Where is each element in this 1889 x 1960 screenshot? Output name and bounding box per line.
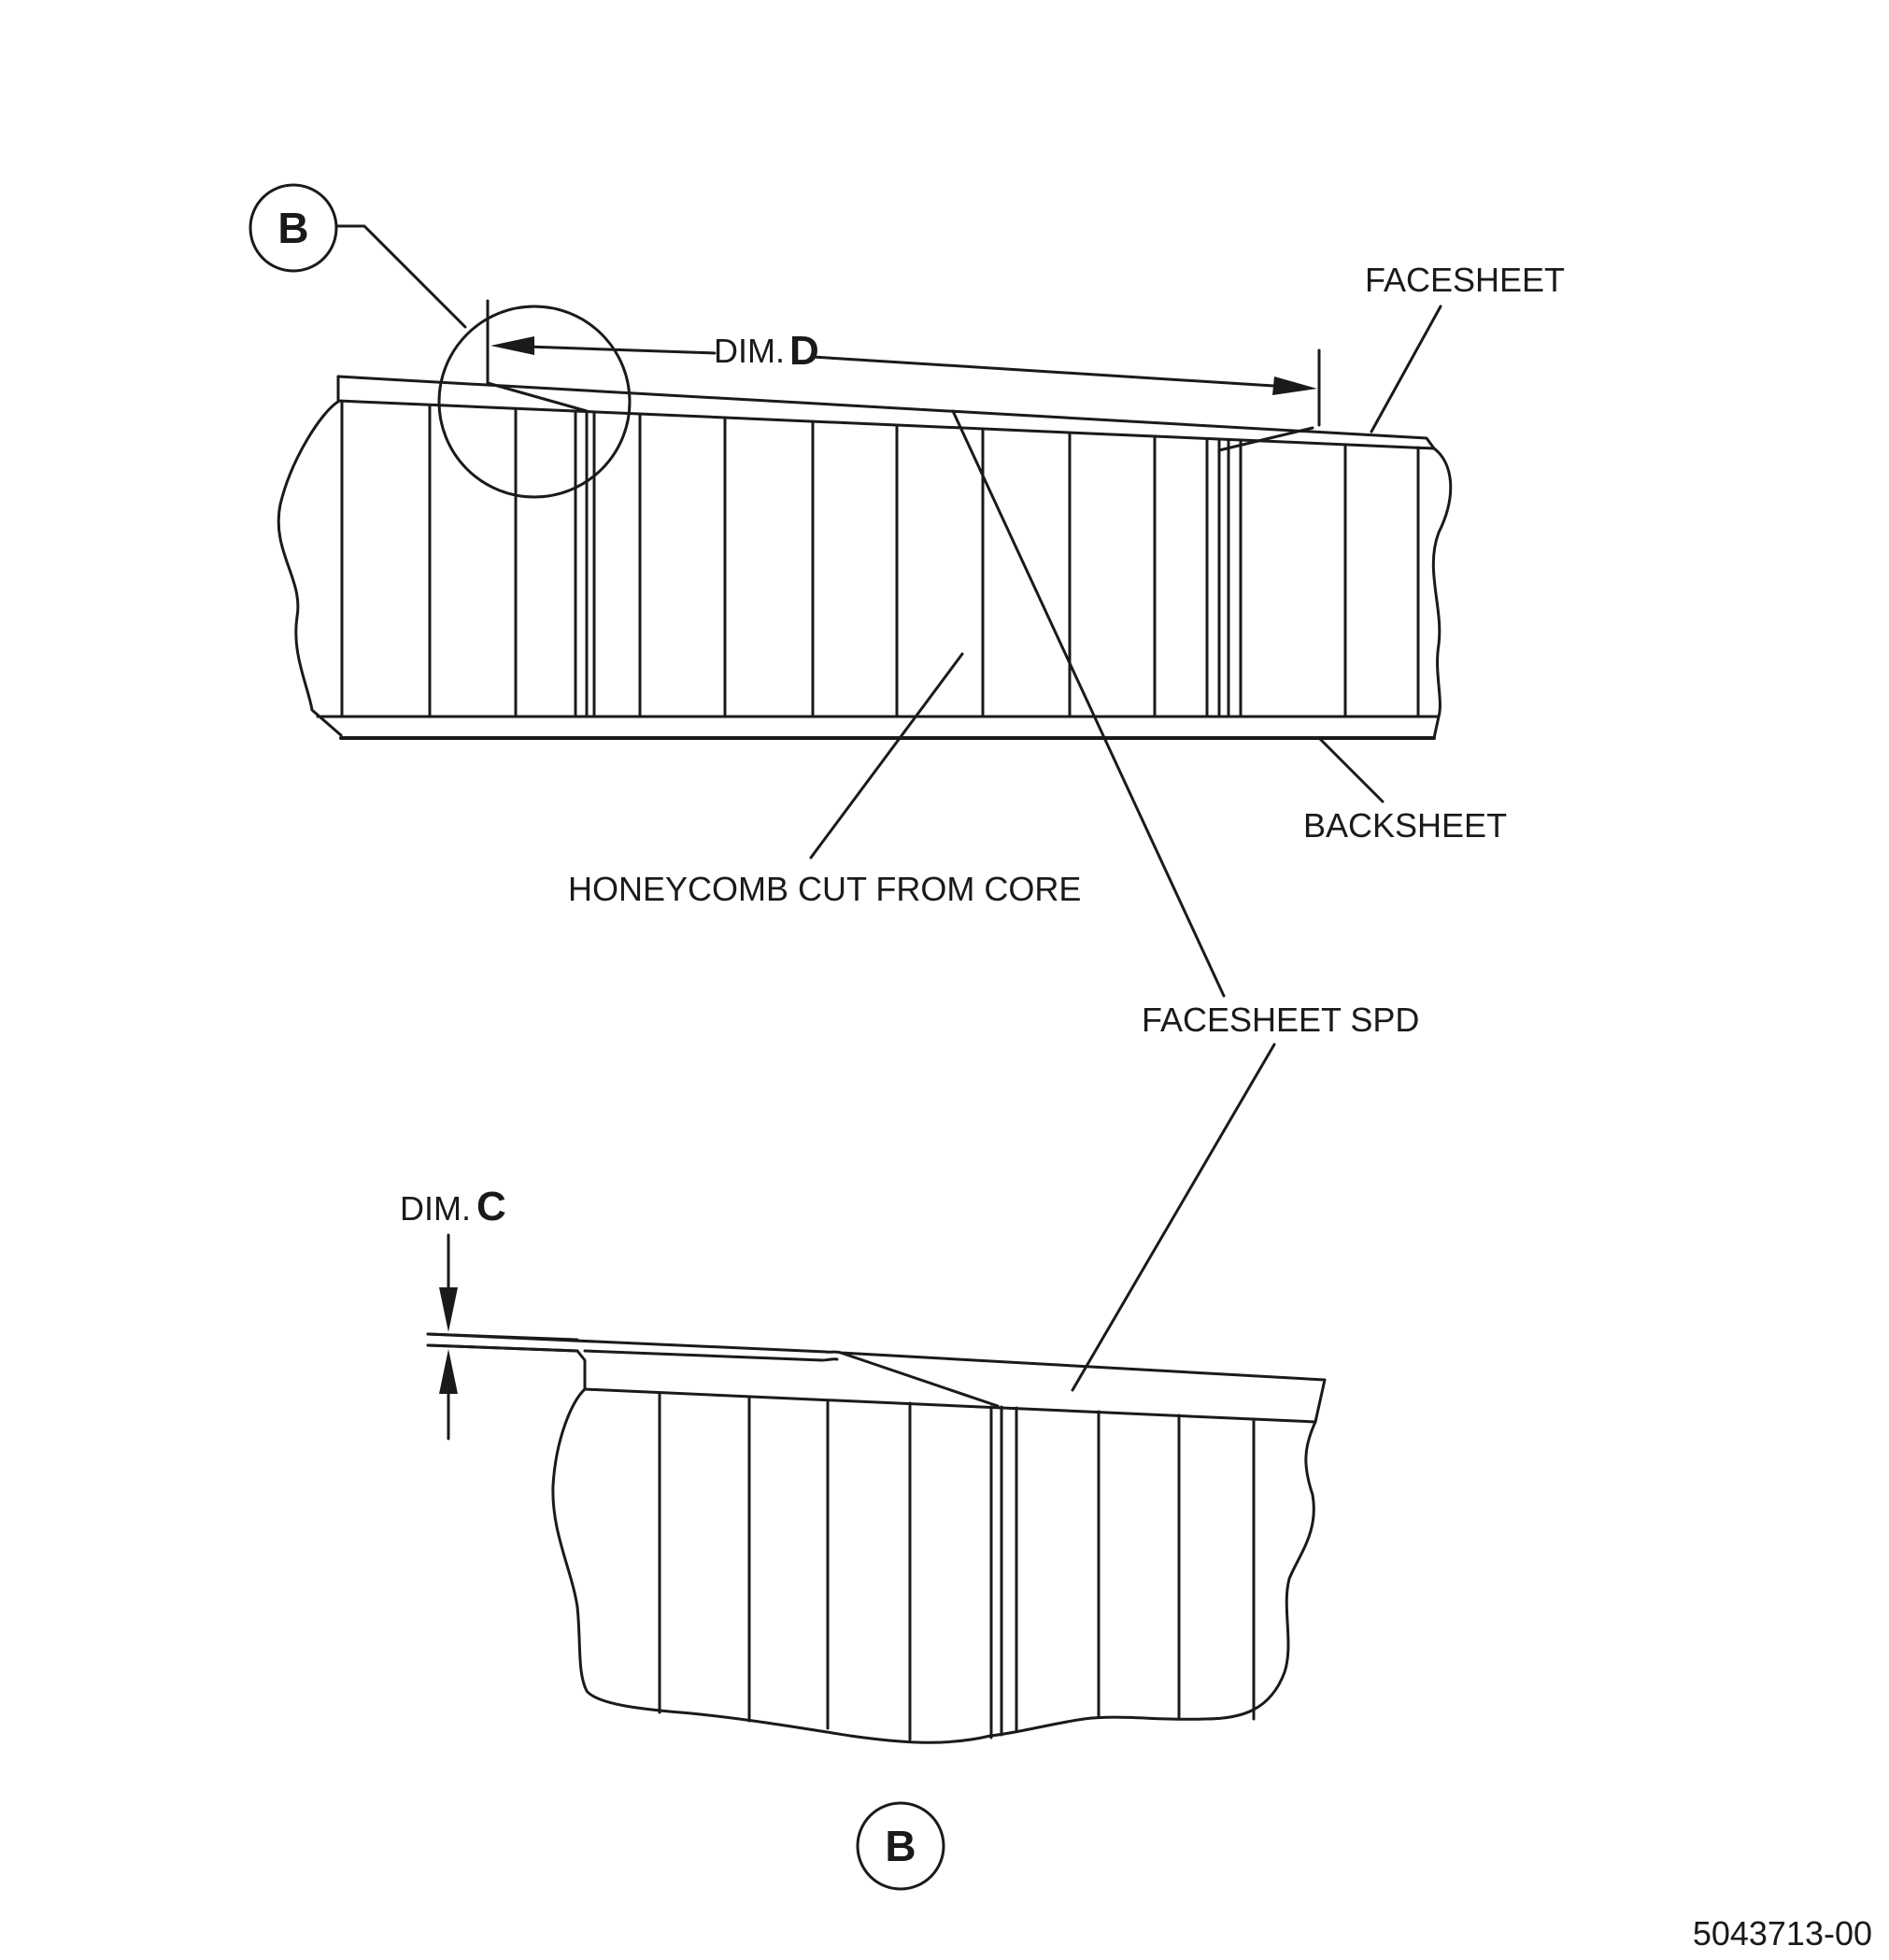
detail-callout-bottom: B [856,1801,945,1891]
left-break-line [277,375,343,737]
honeycomb-label: HONEYCOMB CUT FROM CORE [568,870,1081,908]
callout-letter-top: B [277,204,308,252]
view-callout-bubble [856,1801,945,1891]
facesheet-outer-edge [336,375,1436,450]
dim-d-dimension: DIM. D [486,299,1321,427]
scarf-step-left [486,381,589,413]
dim-c-extension-bottom [426,1343,579,1353]
detail-circle [437,305,632,499]
facesheet-label: FACESHEET [1365,261,1565,299]
facesheet-inner-edge [336,399,1436,450]
detail-facesheet-outer-edge [426,1332,1327,1424]
facesheet-leader [1370,305,1442,433]
detail-facesheet-inner-edge [583,1387,1317,1424]
backsheet-callout: BACKSHEET [1303,736,1507,845]
callout-letter-bottom: B [885,1822,916,1870]
dim-d-arrow-left [490,336,534,355]
dim-d-line-right [811,355,1305,390]
dim-d-line-left [498,344,717,355]
detail-scarf-step [839,1351,1000,1408]
dim-c-arrow-top [439,1287,458,1332]
upper-panel-section [277,305,1453,740]
facesheet-callout: FACESHEET [1365,261,1565,433]
figure-number: 5043713-00 [1693,1914,1872,1953]
scarf-step-right [1217,426,1314,452]
detail-right-break-line [988,1420,1317,1738]
backsheet-leader [1317,736,1385,803]
facesheet-spd-leader-lower [1071,1043,1276,1392]
honeycomb-callout: HONEYCOMB CUT FROM CORE [568,652,1081,908]
right-break-line [1431,447,1453,740]
facesheet-spd-label: FACESHEET SPD [1142,1001,1419,1039]
dim-c-dimension: DIM. C [400,1184,579,1441]
backsheet-label: BACKSHEET [1303,806,1507,845]
detail-left-break-line [551,1349,992,1744]
dim-c-arrow-bottom [439,1349,458,1394]
detail-honeycomb-cells [658,1391,1256,1741]
dim-c-letter: C [476,1184,506,1229]
honeycomb-cells [340,401,1420,718]
dim-d-arrow-right [1272,376,1317,395]
dim-d-letter: D [789,328,819,374]
facesheet-spd-leader-upper [951,409,1226,998]
facesheet-spd-callout: FACESHEET SPD [951,409,1419,1392]
callout-leader [334,224,467,329]
callout-bubble [249,183,338,273]
dim-d-prefix: DIM. [714,332,785,370]
detail-b-section [426,1332,1327,1744]
honeycomb-leader [809,652,964,859]
dim-c-prefix: DIM. [400,1189,471,1228]
detail-callout-top: B [249,183,467,329]
dim-c-extension-top [426,1332,579,1342]
